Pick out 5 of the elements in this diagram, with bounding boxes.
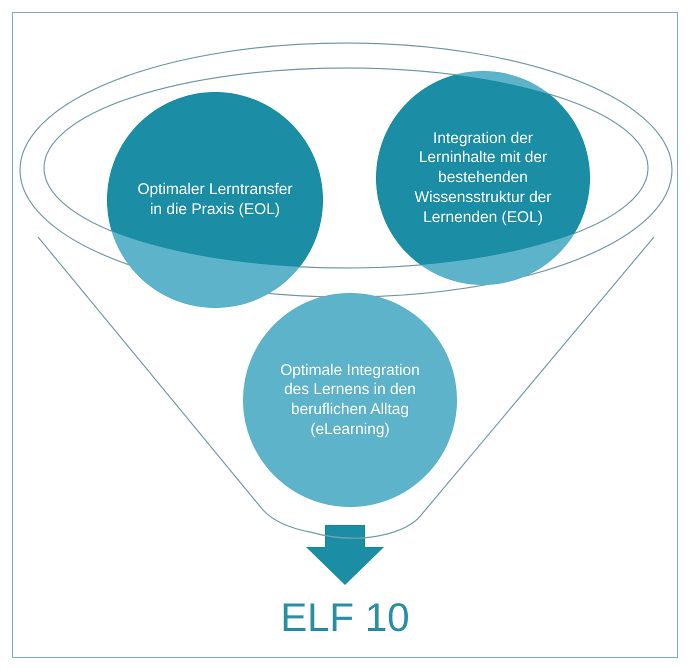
result-label: ELF 10: [280, 595, 410, 642]
circle-label: Optimaler Lerntransfer in die Praxis (EOL): [136, 180, 294, 220]
circle-label: Integration der Lerninhalte mit der bestehenden Wissensstruktur der Lernenden (EOL): [414, 128, 552, 228]
circle-label: Optimale Integration des Lernens in den beruflichen Alltag (eLearning): [279, 360, 421, 440]
block-arrow: [306, 525, 384, 585]
